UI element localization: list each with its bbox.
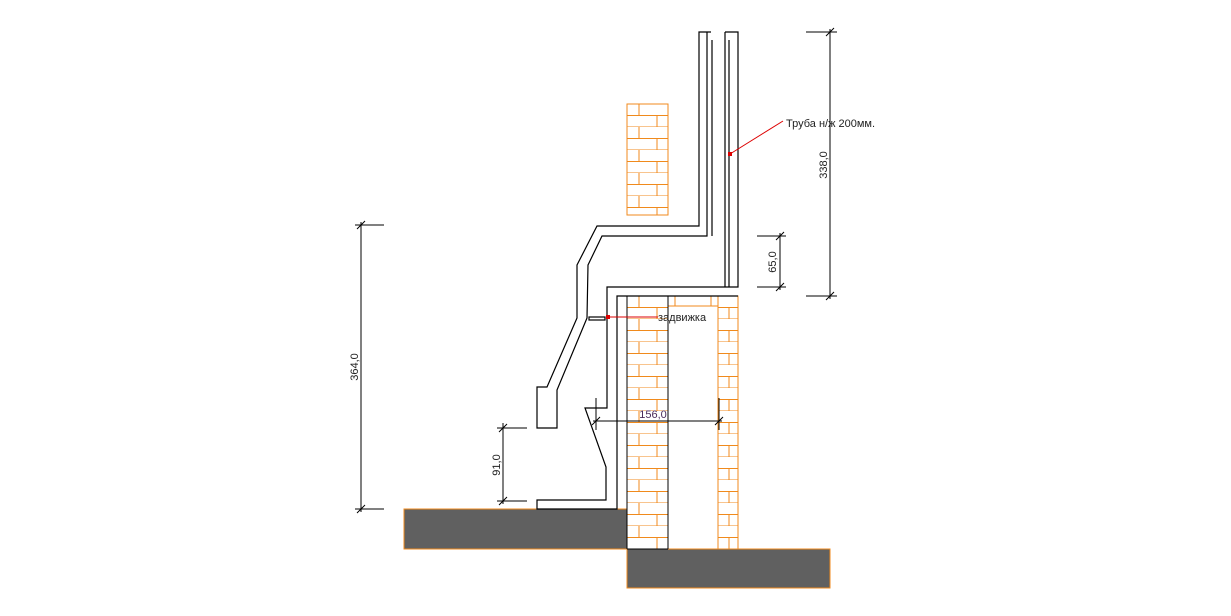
damper-leader xyxy=(606,315,658,319)
dim-chimney-height: 338,0 xyxy=(818,151,830,179)
brick-wall-outer xyxy=(717,295,739,550)
dim-offset-height: 65,0 xyxy=(767,251,779,272)
dimension-lines xyxy=(355,27,837,514)
stove-chimney-outline xyxy=(536,31,739,510)
brick-column-upper xyxy=(626,103,669,216)
dim-total-height: 364,0 xyxy=(349,353,361,381)
damper-plate xyxy=(588,316,606,321)
brick-lintel xyxy=(667,295,719,307)
dim-firebox-height: 91,0 xyxy=(491,454,503,475)
foundation-slab-right xyxy=(626,548,831,589)
dim-wall-gap: 156,0 xyxy=(639,409,667,421)
brick-wall-inner xyxy=(626,295,669,550)
pipe-label: Труба н/ж 200мм. xyxy=(786,118,875,130)
pipe-leader xyxy=(728,120,784,156)
foundation-slab-left xyxy=(403,508,628,550)
damper-label: задвижка xyxy=(658,312,707,324)
